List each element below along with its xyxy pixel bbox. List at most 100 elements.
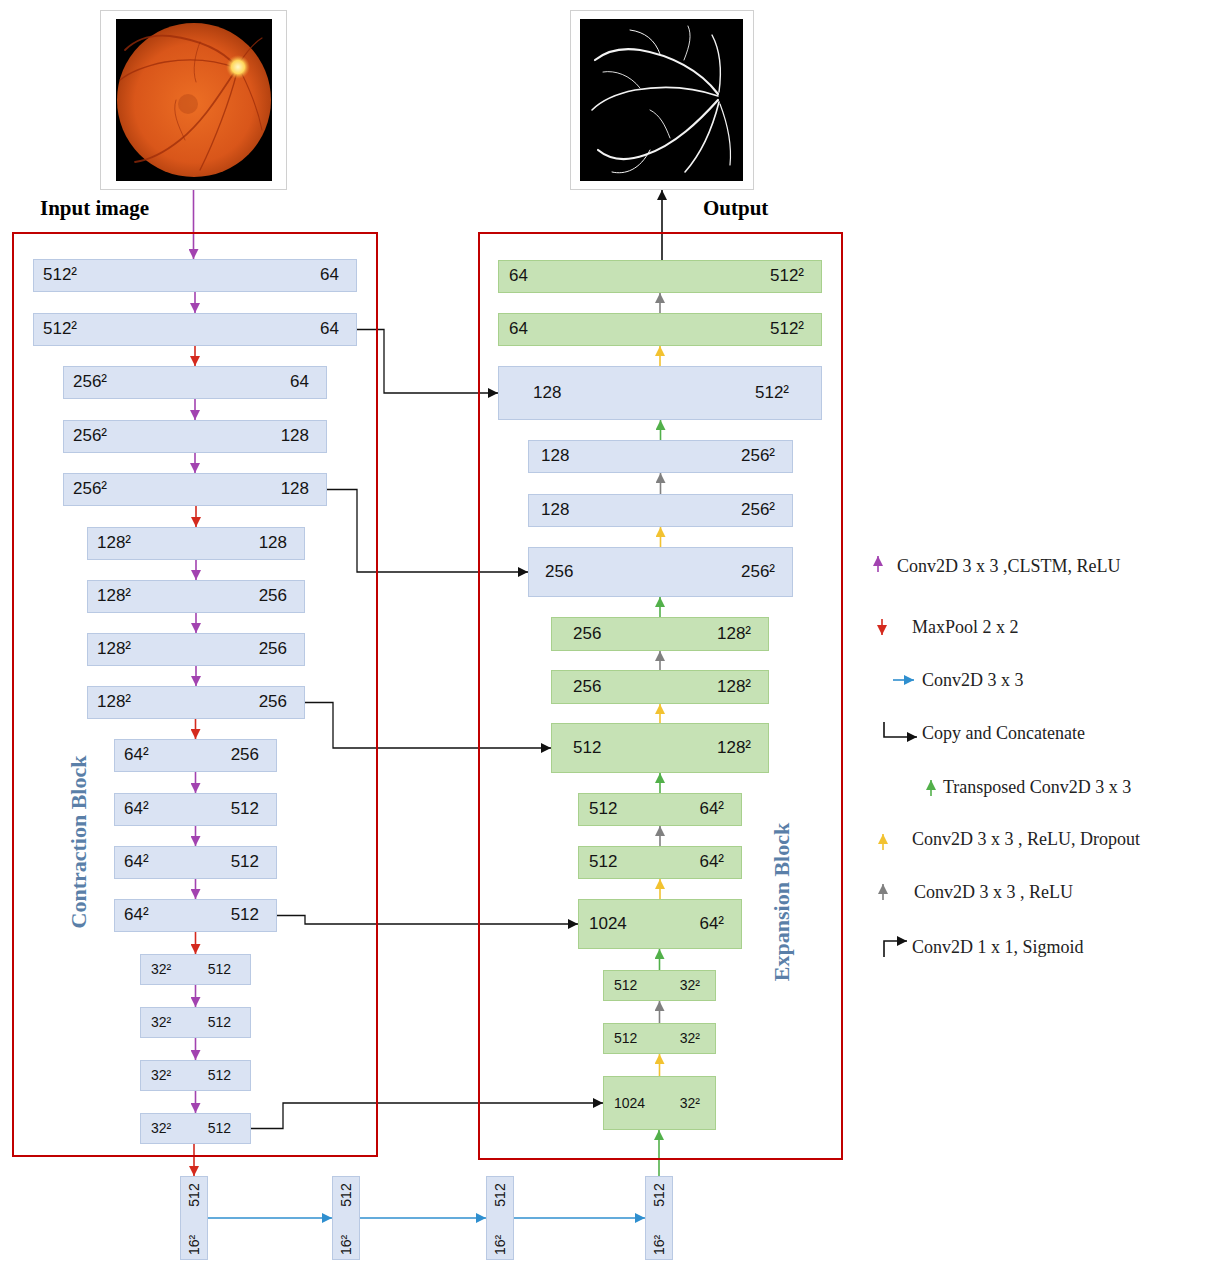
legend-arrow-sample	[877, 556, 879, 572]
flow-arrow	[195, 506, 197, 527]
legend-label: Conv2D 3 x 3	[922, 670, 1024, 690]
layer-size-label: 128²	[717, 738, 751, 758]
flow-arrow	[195, 826, 197, 846]
feature-map-box: 64² 256	[114, 739, 277, 772]
flow-arrow	[195, 932, 197, 954]
layer-size-label: 256	[545, 562, 573, 582]
layer-size-label: 256²	[73, 479, 107, 499]
flow-arrow	[660, 527, 662, 547]
layer-size-label: 512²	[43, 265, 77, 285]
layer-size-label: 512	[208, 961, 231, 978]
vessel	[241, 72, 262, 130]
layer-size-label: 32²	[680, 977, 700, 994]
layer-size-label: 128	[259, 533, 287, 553]
layer-size-label: 32²	[680, 1095, 700, 1112]
feature-map-box: 64512²	[498, 260, 822, 293]
layer-size-label: 256	[259, 639, 287, 659]
layer-size-label: 256²	[73, 426, 107, 446]
feature-map-box: 1024 32²	[603, 1076, 716, 1130]
flow-arrow	[194, 399, 196, 420]
feature-map-box: 64² 512	[114, 793, 277, 826]
flow-arrow	[360, 1217, 486, 1219]
flow-arrow	[195, 985, 197, 1007]
layer-size-label: 128²	[97, 692, 131, 712]
layer-size-label: 1024	[614, 1095, 645, 1112]
vessel	[125, 36, 236, 66]
layer-size-label: 512	[208, 1014, 231, 1031]
vessel	[200, 72, 237, 170]
flow-arrow	[194, 346, 196, 366]
flow-arrow	[195, 719, 197, 739]
layer-size-label: 128	[533, 383, 561, 403]
layer-size-label: 32²	[151, 1014, 171, 1031]
flow-arrow	[194, 292, 196, 313]
legend-arrow-sample	[930, 780, 932, 796]
legend-arrow-sample	[882, 834, 884, 850]
layer-size-label: 128	[541, 446, 569, 466]
flow-arrow	[194, 453, 196, 473]
flow-arrow	[193, 1144, 195, 1176]
feature-map-box: 256²64	[63, 366, 327, 399]
image-frame	[101, 11, 287, 190]
layer-size-label: 64²	[124, 799, 149, 819]
flow-arrow	[195, 1038, 197, 1060]
layer-size-label: 512	[573, 738, 601, 758]
layer-size-label: 64²	[124, 905, 149, 925]
vessels	[120, 36, 262, 170]
retina	[117, 23, 271, 177]
flow-arrow	[195, 560, 197, 580]
layer-size-label: 512	[651, 1183, 668, 1206]
fovea	[178, 94, 198, 114]
flow-arrow	[208, 1217, 332, 1219]
layer-size-label: 32²	[151, 1067, 171, 1084]
feature-map-box: 102464²	[578, 899, 742, 949]
legend-label: Conv2D 3 x 3 , ReLU	[914, 882, 1073, 902]
optic-disc	[226, 55, 250, 79]
image-caption: Input image	[40, 196, 149, 221]
layer-size-label: 16²	[338, 1235, 355, 1255]
layer-size-label: 512	[231, 799, 259, 819]
layer-size-label: 512	[186, 1183, 203, 1206]
block-title: Contraction Block	[66, 756, 92, 929]
vessel	[592, 88, 718, 110]
layer-size-label: 256²	[73, 372, 107, 392]
layer-size-label: 512²	[770, 319, 804, 339]
feature-map-box: 256²128	[63, 420, 327, 453]
feature-map-box: 32² 512	[140, 1113, 251, 1144]
skip-connection	[327, 490, 528, 573]
layer-size-label: 512	[208, 1120, 231, 1137]
layer-size-label: 128²	[97, 586, 131, 606]
legend-entry: Transposed Conv2D 3 x 3	[943, 775, 1131, 799]
layer-size-label: 256²	[741, 446, 775, 466]
feature-map-box: 64512²	[498, 313, 822, 346]
legend-entry: Conv2D 3 x 3	[922, 668, 1024, 692]
flow-arrow	[659, 826, 661, 846]
layer-size-label: 512²	[755, 383, 789, 403]
legend-entry: Copy and Concatenate	[922, 721, 1085, 745]
legend-label: Copy and Concatenate	[922, 723, 1085, 743]
feature-map-box: 51232²	[603, 970, 716, 1001]
legend-arrow-sample	[882, 884, 884, 900]
layer-size-label: 128²	[97, 533, 131, 553]
flow-arrow	[659, 1001, 661, 1023]
layer-size-label: 64	[320, 319, 339, 339]
layer-size-label: 128²	[97, 639, 131, 659]
layer-size-label: 32²	[151, 1120, 171, 1137]
feature-map-box: 128²256	[87, 580, 305, 613]
legend-label: Conv2D 1 x 1, Sigmoid	[912, 937, 1084, 957]
fundus-image	[101, 11, 287, 190]
image-caption: Output	[703, 196, 768, 221]
image-panel: Output	[570, 10, 754, 190]
layer-size-label: 256	[231, 745, 259, 765]
layer-size-label: 64²	[124, 745, 149, 765]
layer-size-label: 512	[231, 905, 259, 925]
layer-size-label: 512	[231, 852, 259, 872]
flow-arrow	[660, 473, 662, 494]
bottleneck-box: 51216²	[180, 1176, 208, 1260]
legend-arrow-sample	[893, 679, 914, 681]
legend-arrow-sample	[881, 619, 883, 635]
vessel	[135, 70, 236, 162]
skip-connection	[357, 330, 498, 394]
flow-arrow	[659, 879, 661, 899]
flow-arrow	[195, 1091, 197, 1113]
